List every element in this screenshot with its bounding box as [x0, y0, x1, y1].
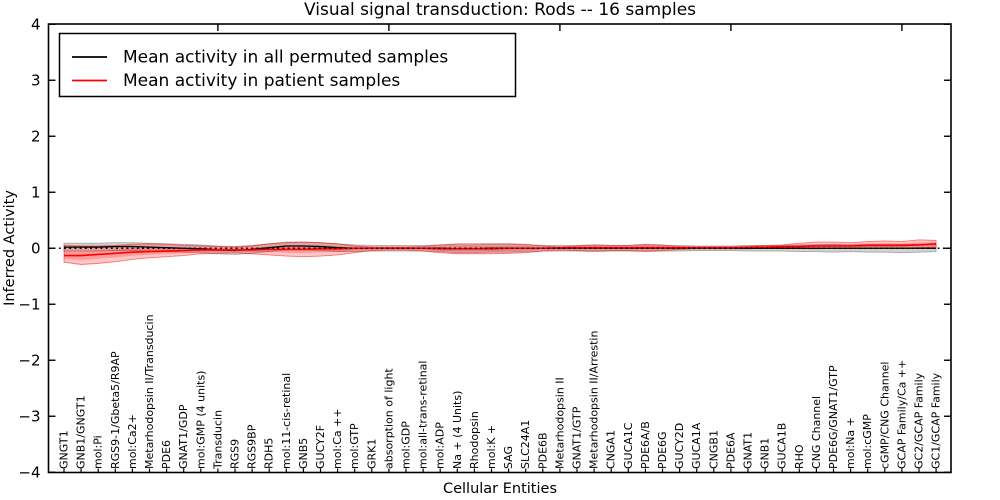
ytick-label: 2	[31, 127, 41, 145]
xtick-label: GC1/GCAP Family	[930, 372, 943, 469]
xtick-label: absorption of light	[382, 368, 395, 469]
ytick-label: 4	[31, 15, 41, 33]
xtick-label: PDE6B	[536, 432, 549, 469]
patient-mean-line	[64, 242, 937, 257]
xtick-label: mol:GDP	[400, 421, 413, 469]
xtick-label: mol:Na +	[844, 417, 857, 469]
xtick-label: mol:Ca ++	[331, 408, 344, 469]
xtick-label: GNAT1/GTP	[571, 406, 584, 469]
xtick-label: mol:GTP	[348, 423, 361, 469]
xtick-label: mol:Pi	[92, 435, 105, 469]
xtick-label: SLC24A1	[519, 420, 532, 469]
xtick-label: RHO	[793, 444, 806, 469]
xtick-label: PDE6G/GNAT1/GTP	[827, 365, 840, 469]
xtick-label: Na + (4 Units)	[451, 391, 464, 469]
xtick-label: GNGT1	[58, 430, 71, 469]
xtick-label: PDE6G	[656, 431, 669, 469]
ytick-label: −2	[18, 351, 40, 369]
std-bands-layer	[63, 239, 937, 265]
xtick-label: GNB1	[759, 438, 772, 469]
xtick-label: Metarhodopsin II	[553, 377, 566, 469]
xtick-label: CNGA1	[605, 430, 618, 469]
xtick-label: GNB1/GNGT1	[75, 395, 88, 469]
xtick-label: CNGB1	[707, 430, 720, 469]
tick-labels-layer: 4 3 2 1 0 −1 −2 −3 −4 GNGT1 GNB1/GNGT1 mol:Pi RGS9-1…	[18, 15, 942, 481]
ytick-label: −4	[18, 463, 40, 481]
xtick-label: GNAT1	[742, 432, 755, 469]
axis-ticks-layer	[48, 23, 951, 473]
xtick-label: PDE6A/B	[639, 421, 652, 469]
ytick-label: 0	[31, 239, 41, 257]
xtick-label: PDE6	[160, 440, 173, 469]
xtick-label: mol:11-cis-retinal	[280, 373, 293, 469]
xtick-label: GUCY2D	[673, 423, 686, 469]
xtick-label: GNB5	[297, 438, 310, 469]
legend-label-patient: Mean activity in patient samples	[123, 71, 400, 91]
xtick-label: cGMP/CNG Channel	[878, 362, 891, 470]
xtick-label: Metarhodopsin II/Transducin	[143, 314, 156, 469]
xtick-label: mol:ADP	[434, 422, 447, 469]
xtick-label: mol:K +	[485, 425, 498, 469]
xtick-label: GUCY2F	[314, 425, 327, 469]
xtick-label: RGS9BP	[246, 424, 259, 469]
ytick-label: 3	[31, 71, 41, 89]
xtick-label: GUCA1B	[776, 423, 789, 469]
xtick-label: mol:GMP (4 units)	[194, 371, 207, 469]
xtick-label: RGS9	[229, 439, 242, 469]
xtick-label: GNAT1/GDP	[177, 404, 190, 469]
chart-title: Visual signal transduction: Rods -- 16 s…	[304, 0, 696, 20]
xtick-label: Transducin	[211, 410, 224, 470]
xtick-label: GUCA1C	[622, 422, 635, 469]
x-axis-label: Cellular Entities	[443, 481, 557, 497]
y-axis-label: Inferred Activity	[2, 190, 18, 306]
legend-label-permuted: Mean activity in all permuted samples	[123, 48, 448, 68]
xtick-label: GCAP Family/Ca ++	[895, 360, 908, 469]
xtick-label: RGS9-1/Gbeta5/R9AP	[109, 351, 122, 469]
xtick-label: Metarhodopsin II/Arrestin	[588, 331, 601, 469]
xtick-label: Rhodopsin	[468, 411, 481, 469]
ytick-label: 1	[31, 183, 41, 201]
xtick-label: SAG	[502, 446, 515, 469]
xtick-label: RDH5	[263, 438, 276, 469]
legend-box	[58, 32, 517, 98]
ytick-label: −1	[18, 295, 40, 313]
ytick-label: −3	[18, 407, 40, 425]
xtick-label: mol:cGMP	[861, 414, 874, 469]
xtick-label: PDE6A	[724, 432, 737, 469]
xtick-label: GUCA1A	[690, 422, 703, 469]
series-lines-layer	[48, 242, 951, 257]
xtick-label: CNG Channel	[810, 396, 823, 469]
xtick-label: GC2/GCAP Family	[913, 372, 926, 469]
legend: Mean activity in all permuted samples Me…	[58, 32, 517, 98]
xtick-label: mol:Ca2+	[126, 414, 139, 469]
xtick-label: GRK1	[365, 439, 378, 469]
xtick-label: mol:all-trans-retinal	[417, 361, 430, 469]
